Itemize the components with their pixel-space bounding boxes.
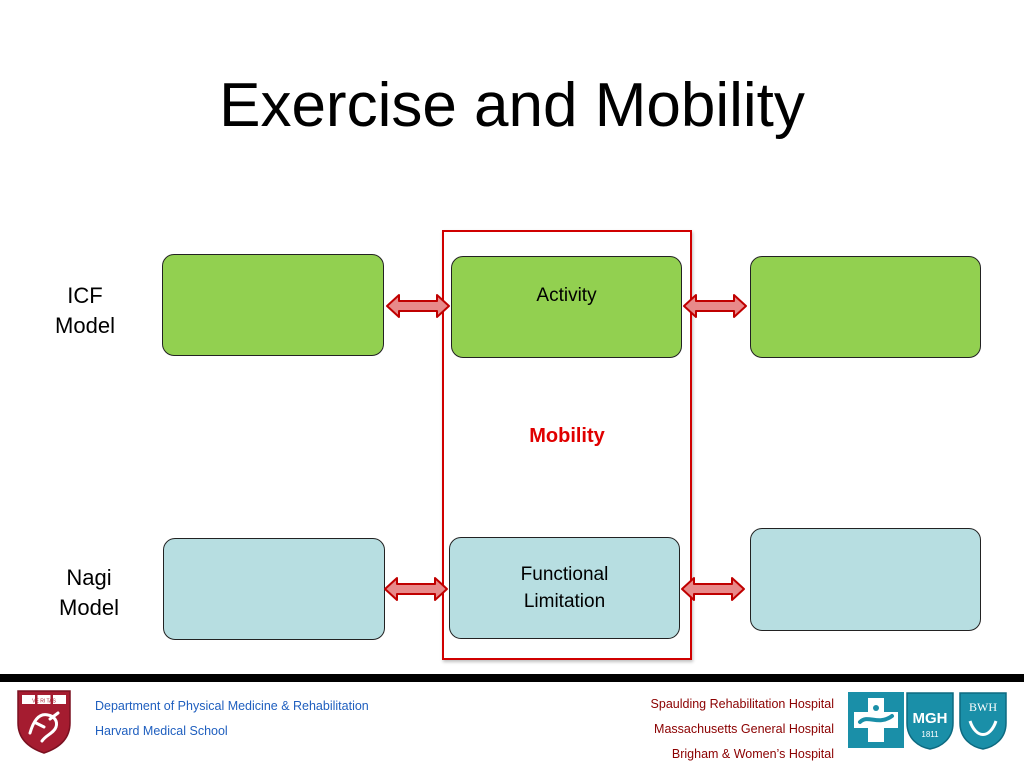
row-label-icf: ICF Model <box>40 281 130 341</box>
mobility-frame <box>442 230 692 660</box>
icf-left-double-arrow <box>386 294 450 318</box>
slide-title: Exercise and Mobility <box>219 71 805 140</box>
nagi-functional-limitation-line1: Functional <box>520 564 609 585</box>
nagi-left-box <box>163 538 385 640</box>
icf-right-box-text <box>856 257 876 357</box>
footer-hospital-bwh: Brigham & Women’s Hospital <box>671 747 834 761</box>
nagi-functional-limitation-line2: Limitation <box>523 591 606 612</box>
mgh-logo-year: 1811 <box>921 730 939 739</box>
mgh-shield-logo: MGH 1811 <box>906 692 954 750</box>
spaulding-logo <box>848 692 904 748</box>
row-label-nagi: Nagi Model <box>44 563 134 623</box>
row-label-nagi-line2: Model <box>59 595 119 620</box>
icf-right-double-arrow <box>683 294 747 318</box>
nagi-left-box-text <box>264 539 284 639</box>
nagi-functional-limitation-text: Functional Limitation <box>501 561 629 638</box>
harvard-shield-motto: VE RI TAS <box>32 699 56 705</box>
bwh-logo-text: BWH <box>969 700 997 714</box>
nagi-right-box <box>750 528 981 631</box>
icf-activity-box: Activity <box>451 256 682 358</box>
icf-left-box <box>162 254 384 356</box>
mgh-logo-text: MGH <box>913 710 948 727</box>
nagi-left-double-arrow <box>384 577 448 601</box>
row-label-icf-line2: Model <box>55 313 115 338</box>
footer-hospital-mgh: Massachusetts General Hospital <box>654 722 834 736</box>
row-label-icf-line1: ICF <box>67 283 103 308</box>
icf-activity-box-text: Activity <box>536 285 597 306</box>
footer-school: Harvard Medical School <box>95 724 228 738</box>
harvard-shield-logo: VE RI TAS <box>17 690 71 754</box>
footer-hospital-spaulding: Spaulding Rehabilitation Hospital <box>650 697 834 711</box>
footer-divider <box>0 674 1024 682</box>
mobility-label: Mobility <box>529 425 605 447</box>
nagi-right-box-text <box>856 529 876 630</box>
bwh-shield-logo: BWH <box>959 692 1007 750</box>
row-label-nagi-line1: Nagi <box>66 565 112 590</box>
nagi-functional-limitation-box: Functional Limitation <box>449 537 680 639</box>
icf-left-box-text <box>263 255 283 355</box>
nagi-right-double-arrow <box>681 577 745 601</box>
footer-department: Department of Physical Medicine & Rehabi… <box>95 699 369 713</box>
icf-right-box <box>750 256 981 358</box>
